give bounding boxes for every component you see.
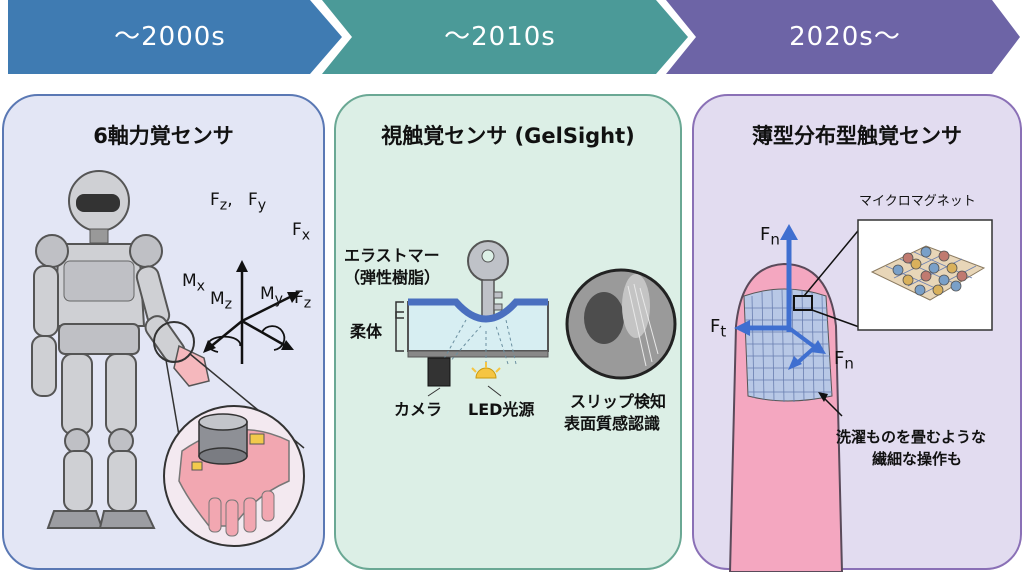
timeline-arrows xyxy=(8,0,1020,74)
elastomer-label: エラストマー xyxy=(344,246,440,265)
panel-gelsight: 視触覚センサ (GelSight) xyxy=(334,94,682,570)
panel-title: 薄型分布型触覚センサ xyxy=(752,124,962,148)
label-ft: Ft xyxy=(710,316,727,341)
slip-detection-label: スリップ検知 xyxy=(570,392,667,411)
panel-title: 6軸力覚センサ xyxy=(93,124,234,148)
led-label: LED光源 xyxy=(468,400,535,419)
label-fz2: Fz xyxy=(294,288,312,312)
label-fz: Fz, xyxy=(210,190,233,214)
label-fn-side: Fn xyxy=(834,348,854,373)
era-arrow-3 xyxy=(666,0,1020,74)
camera-label: カメラ xyxy=(394,400,443,419)
label-fy: Fy xyxy=(248,190,267,214)
label-my: My xyxy=(260,284,284,308)
gelsight-illustration xyxy=(395,240,677,397)
era-label-2010s: ～2010s xyxy=(444,22,556,52)
label-fx: Fx xyxy=(292,220,311,244)
panel-thin-tactile-sensor: 薄型分布型触覚センサ xyxy=(692,94,1022,572)
era-arrow-1 xyxy=(8,0,342,74)
era-label-2020s: 2020s～ xyxy=(789,22,901,52)
texture-recognition-label: 表面質感認識 xyxy=(564,414,661,433)
soft-body-label: 柔体 xyxy=(350,322,383,341)
era-label-2000s: ～2000s xyxy=(114,22,226,52)
robot-illustration xyxy=(31,170,305,547)
era-arrow-2 xyxy=(322,0,688,74)
label-mx: Mx xyxy=(182,271,206,295)
panel-title: 視触覚センサ (GelSight) xyxy=(381,124,635,148)
note-line-1: 洗濯ものを畳むような xyxy=(836,428,987,446)
finger-sensor-illustration xyxy=(728,219,993,572)
elastomer-sub-label: （弾性樹脂） xyxy=(344,268,441,287)
label-mz: Mz xyxy=(210,289,233,313)
micromagnet-label: マイクロマグネット xyxy=(859,194,976,209)
note-line-2: 繊細な操作も xyxy=(872,450,963,468)
label-fn-top: Fn xyxy=(760,224,780,249)
panel-six-axis-sensor: 6軸力覚センサ xyxy=(2,94,325,570)
